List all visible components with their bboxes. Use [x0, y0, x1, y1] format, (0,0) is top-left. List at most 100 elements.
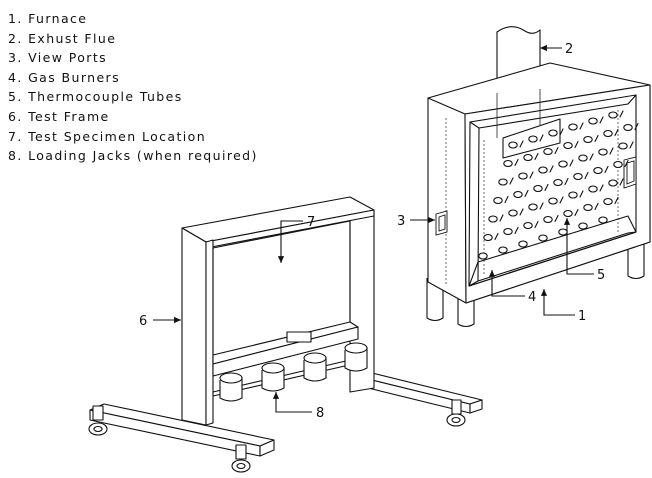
burner: [528, 203, 538, 211]
thermocouple-tube: [559, 128, 564, 136]
thermocouple-tube: [514, 158, 519, 167]
burner: [498, 178, 508, 186]
thermocouple-tube: [514, 226, 519, 235]
burner: [528, 135, 538, 143]
burner: [588, 117, 598, 125]
burner: [523, 153, 533, 162]
burner: [523, 221, 533, 230]
thermocouple-tube: [604, 165, 609, 174]
callout-view-port: 3: [397, 214, 435, 229]
burner: [603, 129, 613, 138]
burner: [568, 123, 578, 131]
thermocouple-tube: [619, 178, 624, 186]
burner: [583, 203, 593, 212]
thermocouple-tube: [574, 208, 579, 217]
thermocouple-tube: [614, 196, 619, 205]
thermocouple-tube: [534, 220, 539, 229]
thermocouple-tube: [629, 141, 634, 149]
thermocouple-tube: [634, 122, 639, 131]
legend-item-loading-jacks: 8. Loading Jacks (when required): [8, 148, 258, 164]
burner: [538, 166, 548, 174]
callout-burners: 4: [488, 270, 536, 305]
burner: [558, 228, 568, 236]
burner: [553, 178, 563, 187]
burner: [583, 135, 593, 144]
thermocouple-tube: [609, 147, 614, 155]
thermocouple-tube: [529, 171, 534, 179]
burner: [618, 142, 628, 150]
thermocouple-tube: [574, 140, 579, 149]
thermocouple-tube: [624, 159, 629, 168]
callout-number-1: 1: [578, 309, 586, 324]
burner: [503, 159, 513, 168]
burner: [538, 234, 548, 242]
burner: [543, 147, 553, 156]
thermocouple-tube: [569, 159, 574, 167]
burner: [503, 227, 513, 236]
thermocouple-tube: [524, 189, 529, 198]
burner: [488, 215, 498, 223]
thermocouple-tube: [499, 214, 504, 222]
callout-number-4: 4: [528, 290, 536, 305]
callout-number-6: 6: [139, 314, 147, 329]
thermocouple-tube: [579, 190, 584, 198]
thermocouple-tube: [599, 116, 604, 124]
callout-number-2: 2: [565, 42, 573, 57]
thermocouple-tube: [599, 184, 604, 192]
legend-item-exhaust-flue: 2. Exhust Flue: [8, 30, 117, 46]
thermocouple-tube: [549, 165, 554, 173]
burner: [568, 191, 578, 199]
furnace: [426, 26, 651, 328]
burner: [518, 172, 528, 180]
loading-jacks: [219, 342, 368, 402]
thermocouple-tube: [544, 183, 549, 192]
callout-jacks: 8: [272, 392, 324, 421]
burner: [513, 190, 523, 199]
burner: [483, 233, 493, 242]
thermocouple-tube: [539, 202, 544, 210]
thermocouple-tube: [509, 177, 514, 185]
legend-item-test-frame: 6. Test Frame: [8, 108, 110, 124]
callout-frame: 6: [139, 314, 181, 329]
burner: [598, 148, 608, 156]
thermocouple-tube: [559, 196, 564, 204]
burner: [563, 209, 573, 218]
burner: [623, 123, 633, 132]
legend-item-view-ports: 3. View Ports: [8, 50, 108, 66]
burner: [613, 160, 623, 169]
burner: [573, 172, 583, 181]
burner: [498, 246, 508, 254]
thermocouple-tube: [519, 140, 524, 148]
thermocouple-tube: [619, 110, 624, 118]
callout-flue: 2: [540, 42, 573, 57]
callout-number-5: 5: [597, 268, 605, 283]
burner: [603, 197, 613, 206]
burner: [563, 141, 573, 150]
thermocouple-tube: [564, 177, 569, 186]
thermocouple-tube: [589, 153, 594, 161]
gas-burners: [478, 111, 633, 260]
legend-item-thermocouple-tubes: 5. Thermocouple Tubes: [8, 89, 183, 105]
view-port-left: [435, 210, 448, 236]
thermocouple-tube: [494, 232, 499, 241]
thermocouple-tube: [554, 214, 559, 223]
burner: [558, 160, 568, 168]
burner: [588, 185, 598, 193]
burner: [543, 215, 553, 224]
thermocouple-tube: [534, 152, 539, 161]
thermocouple-tube: [539, 134, 544, 142]
test-frame: [88, 196, 483, 473]
burner: [508, 141, 518, 149]
burner: [548, 129, 558, 137]
burner: [598, 216, 608, 224]
thermocouple-tube: [519, 208, 524, 216]
thermocouple-tubes: [494, 110, 639, 241]
legend-item-specimen-location: 7. Test Specimen Location: [8, 128, 207, 144]
burner: [518, 240, 528, 248]
callout-number-7: 7: [307, 215, 315, 230]
callout-furnace: 1: [540, 289, 586, 324]
burner: [578, 154, 588, 162]
thermocouple-tube: [504, 195, 509, 204]
legend-item-gas-burners: 4. Gas Burners: [8, 69, 121, 85]
